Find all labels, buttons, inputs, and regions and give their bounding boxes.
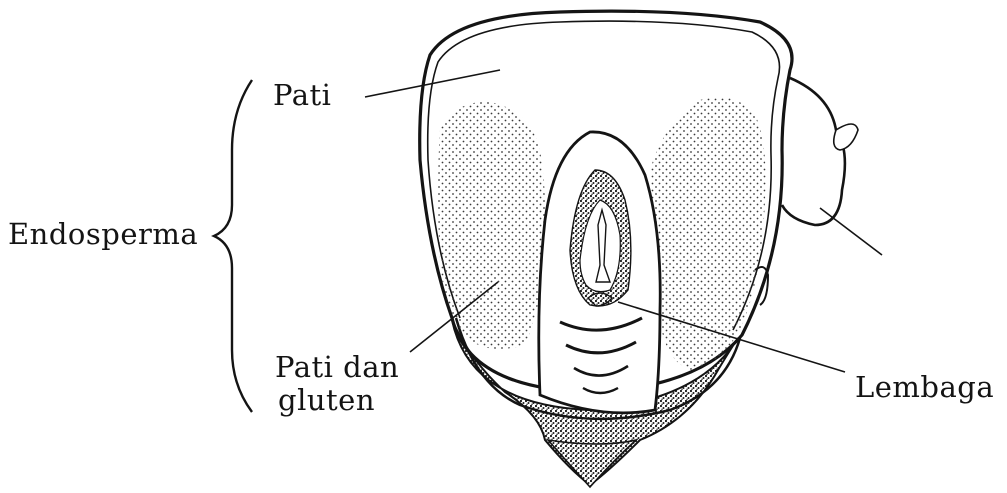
label-pati-dan-gluten-line1: Pati dan bbox=[275, 350, 399, 384]
seed-flap bbox=[782, 78, 845, 225]
label-pati: Pati bbox=[273, 78, 331, 112]
seed-flap-edge bbox=[834, 124, 858, 150]
label-pati-dan-gluten-line2: gluten bbox=[278, 383, 375, 417]
label-endosperma: Endosperma bbox=[8, 217, 198, 251]
seed-tip bbox=[548, 440, 636, 487]
leader-line-pati bbox=[365, 70, 500, 97]
leader-line-flap bbox=[820, 208, 882, 255]
label-lembaga: Lembaga bbox=[855, 370, 994, 404]
endosperm-brace bbox=[214, 80, 252, 412]
endosperm-stipple-left bbox=[438, 102, 546, 349]
